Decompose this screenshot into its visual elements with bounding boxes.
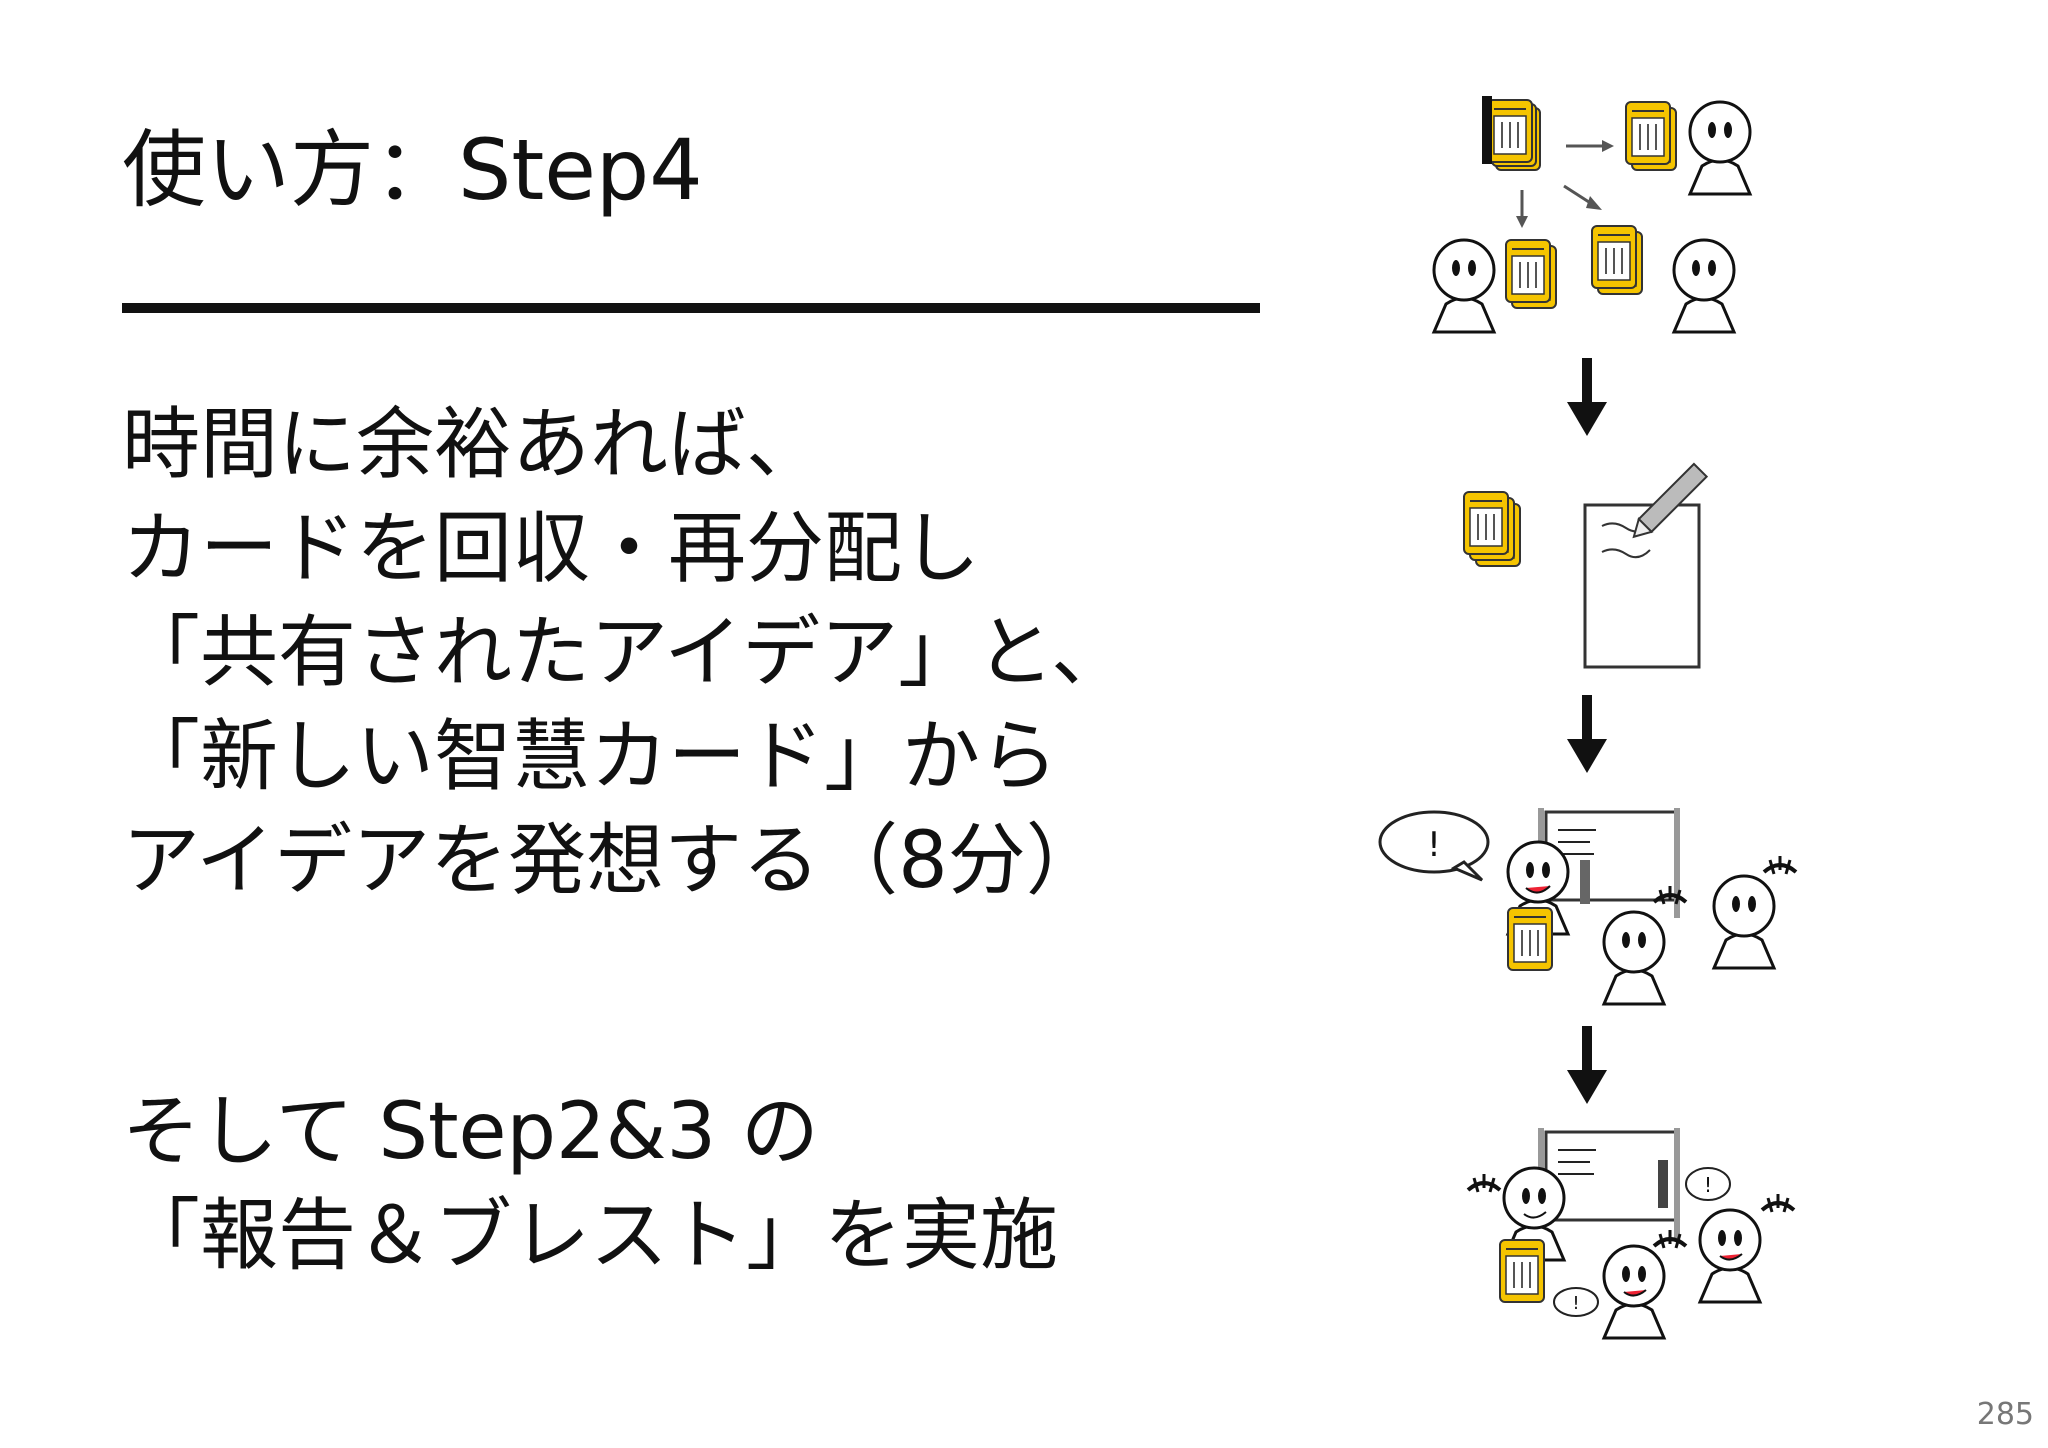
thinking-mark-icon [1760, 1192, 1796, 1214]
body-line: 「共有されたアイデア」と、 [122, 608, 1129, 698]
stage-report-brainstorm: ! ! [1466, 1126, 1796, 1340]
person-icon [1602, 1244, 1666, 1340]
speech-bubble-icon: ! [1553, 1287, 1599, 1317]
card-icon [1625, 101, 1677, 171]
body-paragraph-1: 時間に余裕あれば、カードを回収・再分配し「共有されたアイデア」と、「新しい智慧カ… [122, 393, 1129, 913]
thinking-mark-icon [1466, 1172, 1502, 1194]
body-paragraph-2: そして Step2&3 の「報告＆ブレスト」を実施 [122, 1080, 1058, 1288]
body-line: 「報告＆ブレスト」を実施 [122, 1191, 1059, 1281]
card-deck-icon [1482, 96, 1541, 171]
bubble-exclaim: ! [1704, 1173, 1712, 1197]
person-icon [1672, 238, 1736, 334]
marker-icon [1580, 860, 1590, 904]
arrow-down-icon [1567, 695, 1607, 773]
paper-pencil-icon [1583, 462, 1709, 669]
body-line: 「新しい智慧カード」から [122, 712, 1059, 802]
slide-title: 使い方：Step4 [122, 121, 703, 219]
page-number: 285 [1976, 1397, 2034, 1432]
stage-distribute-cards [1432, 96, 1752, 334]
card-icon [1505, 239, 1557, 309]
arrow-right-icon [1566, 140, 1614, 152]
body-line: そして Step2&3 の [122, 1087, 819, 1177]
thinking-mark-icon [1652, 1228, 1688, 1250]
card-deck-icon [1463, 491, 1521, 567]
person-icon [1502, 1166, 1566, 1262]
person-icon [1506, 840, 1570, 936]
speech-bubble-icon: ! [1685, 1167, 1731, 1201]
person-icon [1432, 238, 1496, 334]
body-line: カードを回収・再分配し [122, 504, 981, 594]
marker-icon [1658, 1160, 1668, 1208]
thinking-mark-icon [1762, 854, 1798, 876]
arrow-down-icon [1567, 358, 1607, 436]
person-icon [1688, 100, 1752, 196]
card-icon [1499, 1239, 1545, 1303]
person-icon [1698, 1208, 1762, 1304]
bubble-exclaim: ! [1572, 1293, 1579, 1314]
bubble-exclaim: ! [1427, 825, 1441, 865]
process-illustration: ! ! [1370, 80, 1830, 1370]
body-line: 時間に余裕あれば、 [122, 400, 825, 490]
stage-ideate: ! [1378, 806, 1798, 1006]
arrow-down-icon [1567, 1026, 1607, 1104]
card-icon [1507, 907, 1553, 971]
card-icon [1591, 225, 1643, 295]
person-icon [1712, 874, 1776, 970]
person-icon [1602, 910, 1666, 1006]
stage-collect-write [1463, 462, 1709, 669]
title-divider [122, 303, 1260, 313]
arrow-diagonal-icon [1563, 184, 1602, 210]
arrow-down-small-icon [1516, 190, 1528, 228]
body-line: アイデアを発想する（8分） [122, 816, 1104, 906]
speech-bubble-icon: ! [1378, 810, 1490, 882]
illustration-svg: ! ! [1378, 96, 1798, 1340]
